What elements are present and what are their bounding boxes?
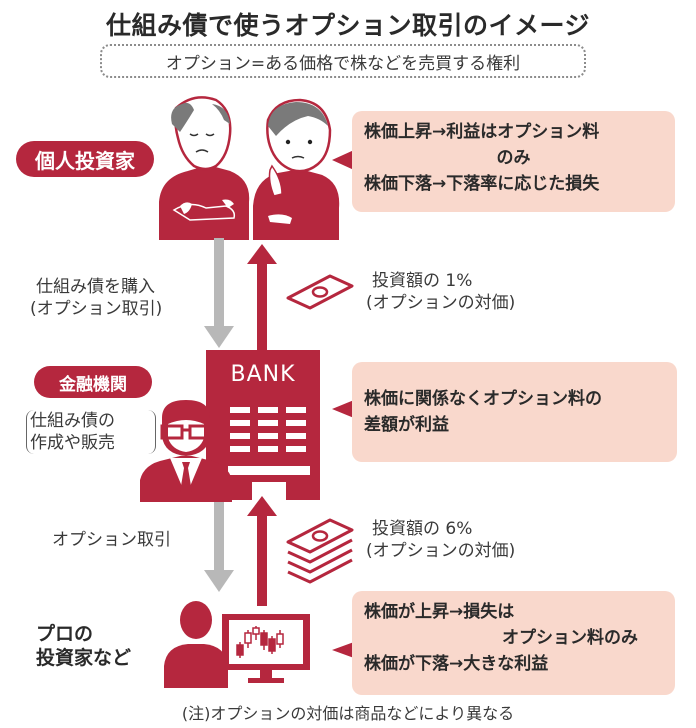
diagram-title: 仕組み債で使うオプション取引のイメージ (105, 11, 590, 40)
bank-role-line1: 仕組み債の (30, 411, 115, 431)
option-definition-box: オプション=ある価格で株などを売買する権利 (100, 44, 586, 78)
purchase-flow-label: 仕組み債を購入 (オプション取引) (30, 276, 162, 320)
bank-role-note: 仕組み債の 作成や販売 (26, 410, 156, 454)
payment-1pct-label: 投資額の 1% (オプションの対価) (366, 270, 515, 314)
trader-with-monitor-icon (164, 601, 310, 688)
individual-investor-badge: 個人投資家 (16, 141, 154, 177)
financial-institution-badge: 金融機関 (34, 366, 152, 398)
gray-down-arrow-option-trade (204, 502, 234, 592)
bubble-pointer-individual (332, 150, 354, 170)
banker-with-glasses-icon (140, 400, 232, 502)
bubble-pointer-bank (332, 400, 354, 418)
pro-outcome-bubble: 株価が上昇→損失は オプション料のみ 株価が下落→大きな利益 (352, 591, 675, 695)
payment-6pct-line1: 投資額の 6% (372, 519, 473, 539)
elderly-woman-figure (253, 98, 340, 240)
red-up-arrow-payment-6pct (247, 496, 277, 606)
bubble-pointer-pro (332, 642, 354, 658)
individual-outcome-bubble: 株価上昇→利益はオプション料 のみ 株価下落→下落率に応じた損失 (352, 111, 675, 212)
pro-outcome-rise: 株価が上昇→損失は (364, 602, 515, 622)
payment-1pct-line2: (オプションの対価) (366, 293, 516, 313)
pro-outcome-fall: 株価が下落→大きな利益 (364, 654, 549, 674)
pro-investor-line2: 投資家など (36, 647, 132, 669)
option-trade-flow-label: オプション取引 (52, 529, 171, 551)
bank-building-sign: BANK (230, 362, 296, 387)
individual-outcome-rise: 株価上昇→利益はオプション料 (364, 122, 600, 142)
payment-6pct-line2: (オプションの対価) (366, 541, 516, 561)
bank-outcome-bubble: 株価に関係なくオプション料の 差額が利益 (352, 362, 677, 462)
individual-outcome-fall: 株価下落→下落率に応じた損失 (364, 174, 600, 194)
banknote-stack-icon (286, 518, 354, 584)
elderly-couple-icon (159, 96, 340, 240)
pro-outcome-rise-cont: オプション料のみ (502, 628, 638, 648)
individual-outcome-rise-cont: のみ (496, 148, 531, 168)
purchase-flow-line1: 仕組み債を購入 (36, 277, 155, 297)
bank-outcome-line2: 差額が利益 (364, 415, 449, 435)
gray-down-arrow-purchase (204, 238, 234, 348)
red-up-arrow-payment-1pct (247, 244, 277, 352)
elderly-man-figure (159, 96, 250, 240)
pro-investor-label: プロの 投資家など (36, 622, 131, 670)
bank-role-line2: 作成や販売 (30, 433, 115, 453)
individual-investor-label: 個人投資家 (35, 148, 135, 173)
option-definition-text: オプション=ある価格で株などを売買する権利 (165, 53, 521, 74)
purchase-flow-line2: (オプション取引) (30, 299, 163, 319)
single-banknote-icon (286, 274, 354, 310)
option-trade-flow-line1: オプション取引 (52, 530, 171, 550)
payment-6pct-label: 投資額の 6% (オプションの対価) (366, 518, 515, 562)
payment-1pct-line1: 投資額の 1% (372, 271, 473, 291)
pro-investor-line1: プロの (36, 623, 94, 645)
bank-outcome-line1: 株価に関係なくオプション料の (364, 389, 602, 409)
footnote: (注)オプションの対価は商品などにより異なる (181, 704, 515, 723)
financial-institution-label: 金融機関 (59, 374, 127, 395)
